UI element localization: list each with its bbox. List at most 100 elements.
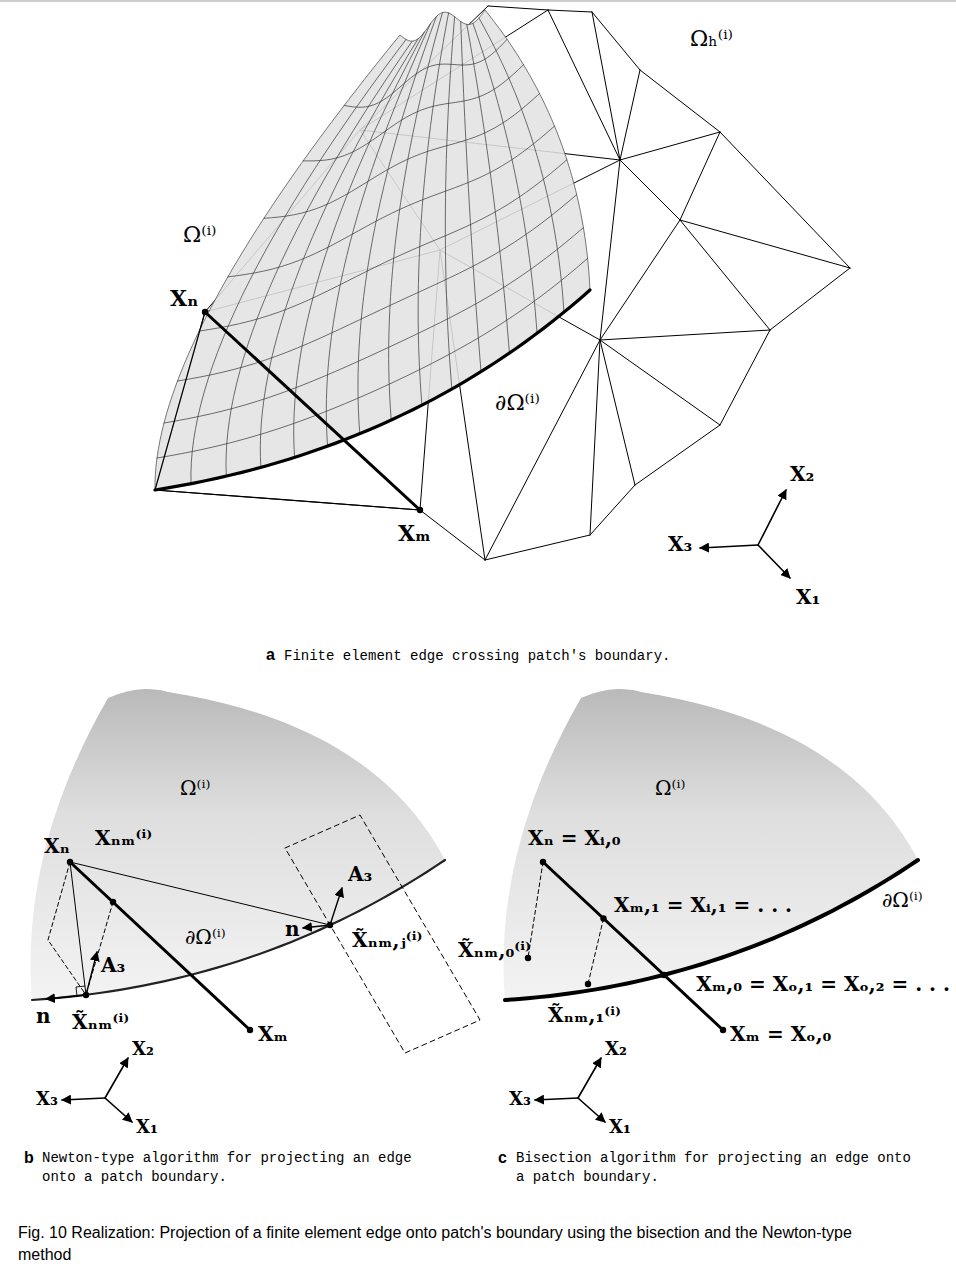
mesh-edge [485,340,600,560]
axis-arrow [62,1098,105,1100]
iso-line [294,32,425,457]
iso-line [445,17,454,389]
point-dot [202,309,208,315]
projection-line [588,919,604,985]
axis-arrow [105,1058,128,1098]
panel-letter: a [266,645,275,664]
point-dot [247,1027,253,1033]
point-label: Xₙₘ⁽ⁱ⁾ [95,826,152,850]
point-dot [110,899,116,905]
figure-caption: Fig. 10 Realization: Projection of a fin… [18,1222,888,1267]
point-label: X̃ₙₘ⁽ⁱ⁾ [72,1010,129,1034]
mesh-edge [620,70,640,160]
mesh-edge [720,132,850,268]
panel-a [155,6,850,578]
iso-line [389,13,443,421]
panel-c [504,689,918,1122]
iso-line [461,21,481,371]
vector-label: A₃ [101,953,125,977]
patch-surface [155,10,590,490]
mesh-edge [600,340,720,425]
point-dot [540,859,546,865]
axis-arrow [578,1058,601,1098]
axis-arrow [700,545,758,548]
mesh-edge [640,70,720,132]
mesh-edge [592,12,620,160]
crossing-edge [205,312,420,510]
point-dot [585,981,591,987]
point-label: Xₙ [44,834,70,858]
axis-label: X₂ [605,1038,627,1060]
vector-label: n [36,1004,51,1028]
mesh-edge [680,220,850,268]
mesh-edge [680,132,720,220]
axis-label: X₁ [796,585,820,609]
iso-line [228,126,555,277]
projection-line [70,862,86,995]
mesh-edge [600,340,635,485]
vector-arrow [86,952,97,995]
patch-boundary [155,290,590,490]
point-label: X̃ₙₘ,₀⁽ⁱ⁾ [458,938,531,962]
point-label: Xₙ [170,285,199,311]
patch-surface [31,689,445,1000]
point-label: Xₘ,₀ = Xₒ,₁ = Xₒ,₂ = . . . [696,972,950,996]
iso-line [177,195,576,381]
mesh-edge [620,160,680,220]
point-dot [327,922,333,928]
point-label: X̃ₙₘ,₁⁽ⁱ⁾ [548,1003,621,1027]
iso-line [467,24,510,353]
top-rule [0,1,956,2]
vector-arrow [46,995,86,999]
point-label: Xₘ [398,520,431,546]
axis-arrow [758,545,790,578]
domain-label: Ω⁽ⁱ⁾ [183,222,216,248]
boundary-label: ∂Ω⁽ⁱ⁾ [882,888,923,912]
point-label: Xₘ = Xₒ,₀ [730,1022,831,1046]
mesh-edge [590,340,600,535]
axis-arrow [758,490,786,545]
axis-label: X₁ [136,1116,158,1138]
panel-caption: Finite element edge crossing patch's bou… [284,647,704,666]
patch-boundary [32,860,445,1000]
mesh-edge [600,330,770,340]
mesh-edge [720,330,770,425]
point-label: Xₙ = Xᵢ,₀ [528,826,621,850]
iso-line [418,13,448,405]
panel-letter: c [498,1148,507,1167]
domain-label: Ωₕ⁽ⁱ⁾ [690,26,733,52]
vector-label: n [285,917,300,941]
iso-line [191,39,406,483]
point-dot [661,972,667,978]
vector-label: A₃ [348,862,372,886]
mesh-edge [488,6,548,10]
crossing-edge [543,862,723,1030]
tangent-plane [285,815,480,1053]
axis-arrow [578,1098,605,1122]
crossing-edge [70,862,250,1030]
point-label: Xₘ,₁ = Xᵢ,₁ = . . . [614,893,792,917]
panel-caption: Newton-type algorithm for projecting an … [42,1149,442,1187]
point-dot [417,507,423,513]
axis-arrow [535,1098,578,1100]
iso-line [226,41,412,476]
mesh-edge [548,10,592,12]
iso-line [326,24,430,446]
point-label: Xₘ [258,1022,288,1046]
iso-line [303,65,523,161]
mesh-edge [680,220,770,330]
point-dot [720,1027,726,1033]
panel-letter: b [24,1148,34,1167]
mesh-edge [155,312,205,490]
projection-line [86,902,113,995]
boundary-label: ∂Ω⁽ⁱ⁾ [495,390,540,416]
axis-label: X₁ [609,1116,631,1138]
domain-label: Ω⁽ⁱ⁾ [180,776,210,800]
mesh-edge [590,485,635,535]
axis-label: X₃ [36,1088,58,1110]
mesh-edge [770,268,850,330]
mesh-edge [620,132,720,160]
mesh-edge [592,12,640,70]
iso-line [264,94,540,219]
